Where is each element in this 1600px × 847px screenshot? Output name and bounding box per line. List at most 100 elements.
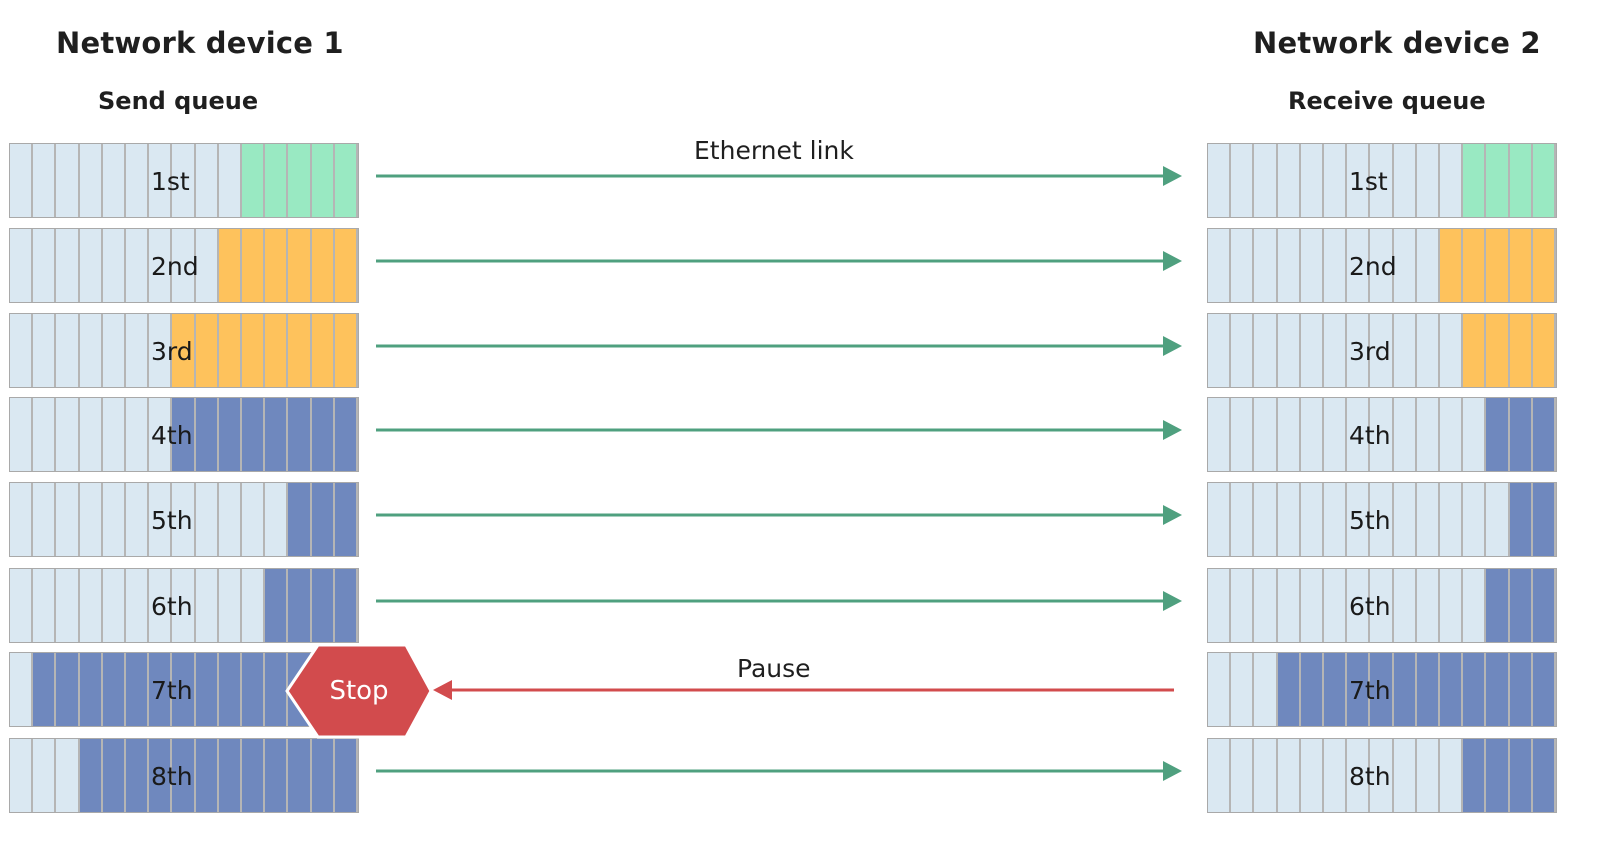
packet-cell: [1277, 653, 1301, 726]
empty-cell: [1254, 569, 1278, 642]
empty-cell: [1277, 314, 1301, 387]
forward-arrow-icon: [376, 166, 1182, 186]
packet-cell: [242, 653, 266, 726]
empty-cell: [1416, 739, 1441, 812]
empty-cell: [1231, 569, 1255, 642]
device2-title: Network device 2: [1253, 26, 1541, 60]
packet-cell: [311, 483, 335, 556]
packet-cell: [1509, 569, 1533, 642]
packet-cell: [1509, 653, 1533, 726]
packet-cell: [102, 739, 127, 812]
device1-title: Network device 1: [56, 26, 344, 60]
packet-cell: [1416, 653, 1441, 726]
packet-cell: [149, 739, 173, 812]
forward-arrow-icon: [376, 420, 1182, 440]
empty-cell: [1416, 483, 1441, 556]
empty-cell: [195, 483, 219, 556]
packet-cell: [334, 144, 359, 217]
packet-cell: [1532, 483, 1557, 556]
packet-cell: [334, 398, 359, 471]
empty-cell: [195, 229, 219, 302]
packet-cell: [1509, 314, 1533, 387]
empty-cell: [1370, 739, 1394, 812]
empty-cell: [79, 398, 103, 471]
empty-cell: [1208, 229, 1232, 302]
empty-cell: [1393, 144, 1417, 217]
empty-cell: [1347, 229, 1371, 302]
empty-cell: [195, 144, 219, 217]
send-queue-row-2: 2nd: [9, 228, 359, 303]
packet-cell: [1463, 739, 1487, 812]
empty-cell: [149, 314, 173, 387]
packet-cell: [242, 314, 266, 387]
packet-cell: [195, 314, 219, 387]
packet-cell: [288, 398, 312, 471]
receive-queue-label: Receive queue: [1288, 87, 1486, 115]
empty-cell: [1300, 398, 1325, 471]
empty-cell: [10, 314, 34, 387]
empty-cell: [126, 144, 150, 217]
send-queue-row-5: 5th: [9, 482, 359, 557]
empty-cell: [126, 229, 150, 302]
empty-cell: [1208, 739, 1232, 812]
empty-cell: [10, 569, 34, 642]
empty-cell: [1254, 144, 1278, 217]
empty-cell: [149, 229, 173, 302]
empty-cell: [33, 483, 57, 556]
empty-cell: [1277, 229, 1301, 302]
packet-cell: [218, 229, 243, 302]
empty-cell: [1440, 398, 1464, 471]
packet-cell: [242, 229, 266, 302]
empty-cell: [218, 144, 243, 217]
packet-cell: [265, 314, 289, 387]
empty-cell: [56, 569, 80, 642]
empty-cell: [1231, 739, 1255, 812]
receive-queue-row-7: 7th: [1207, 652, 1557, 727]
packet-cell: [265, 739, 289, 812]
packet-cell: [1486, 739, 1510, 812]
packet-cell: [1532, 314, 1557, 387]
packet-cell: [1486, 314, 1510, 387]
empty-cell: [10, 483, 34, 556]
empty-cell: [33, 739, 57, 812]
packet-cell: [1509, 144, 1533, 217]
packet-cell: [311, 739, 335, 812]
empty-cell: [1208, 398, 1232, 471]
packet-cell: [288, 483, 312, 556]
packet-cell: [1393, 653, 1417, 726]
packet-cell: [311, 569, 335, 642]
empty-cell: [1393, 569, 1417, 642]
empty-cell: [1393, 314, 1417, 387]
empty-cell: [10, 144, 34, 217]
empty-cell: [1440, 569, 1464, 642]
packet-cell: [334, 569, 359, 642]
empty-cell: [149, 144, 173, 217]
empty-cell: [1231, 229, 1255, 302]
empty-cell: [1370, 483, 1394, 556]
packet-cell: [1532, 144, 1557, 217]
empty-cell: [1324, 483, 1348, 556]
empty-cell: [1277, 483, 1301, 556]
pause-label: Pause: [737, 654, 811, 683]
packet-cell: [195, 398, 219, 471]
empty-cell: [33, 144, 57, 217]
empty-cell: [1231, 144, 1255, 217]
empty-cell: [56, 229, 80, 302]
empty-cell: [1347, 314, 1371, 387]
empty-cell: [56, 483, 80, 556]
packet-cell: [288, 739, 312, 812]
empty-cell: [1208, 653, 1232, 726]
packet-cell: [172, 739, 196, 812]
ethernet-link-label: Ethernet link: [694, 136, 854, 165]
empty-cell: [1486, 483, 1510, 556]
empty-cell: [1300, 144, 1325, 217]
empty-cell: [1370, 314, 1394, 387]
empty-cell: [1231, 483, 1255, 556]
packet-cell: [288, 229, 312, 302]
receive-queue-row-4: 4th: [1207, 397, 1557, 472]
empty-cell: [1231, 653, 1255, 726]
packet-cell: [1509, 739, 1533, 812]
empty-cell: [1416, 229, 1441, 302]
packet-cell: [195, 653, 219, 726]
empty-cell: [1463, 398, 1487, 471]
